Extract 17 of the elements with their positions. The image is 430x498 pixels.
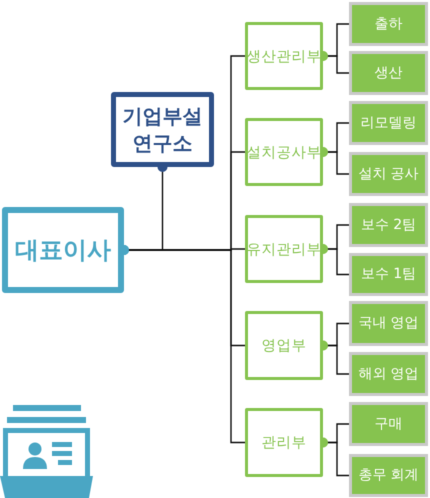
team-box: 보수 1팀 [349,253,428,296]
department-box: 유지관리부 [245,215,323,283]
team-box: 해외 영업 [349,352,428,396]
team-box: 생산 [349,51,428,95]
research-lab-box: 기업부설 연구소 [111,92,214,167]
department-box: 관리부 [245,408,323,477]
team-box: 총무 회계 [349,454,428,497]
executive-box: 대표이사 [2,207,124,293]
team-box: 보수 2팀 [349,203,428,247]
team-box: 출하 [349,2,428,46]
team-box: 국내 영업 [349,301,428,346]
team-box: 설치 공사 [349,152,428,196]
team-box: 리모델링 [349,101,428,145]
team-box: 구매 [349,402,428,446]
department-box: 설치공사부 [245,118,323,186]
department-box: 생산관리부 [245,22,323,90]
department-box: 영업부 [245,311,323,380]
